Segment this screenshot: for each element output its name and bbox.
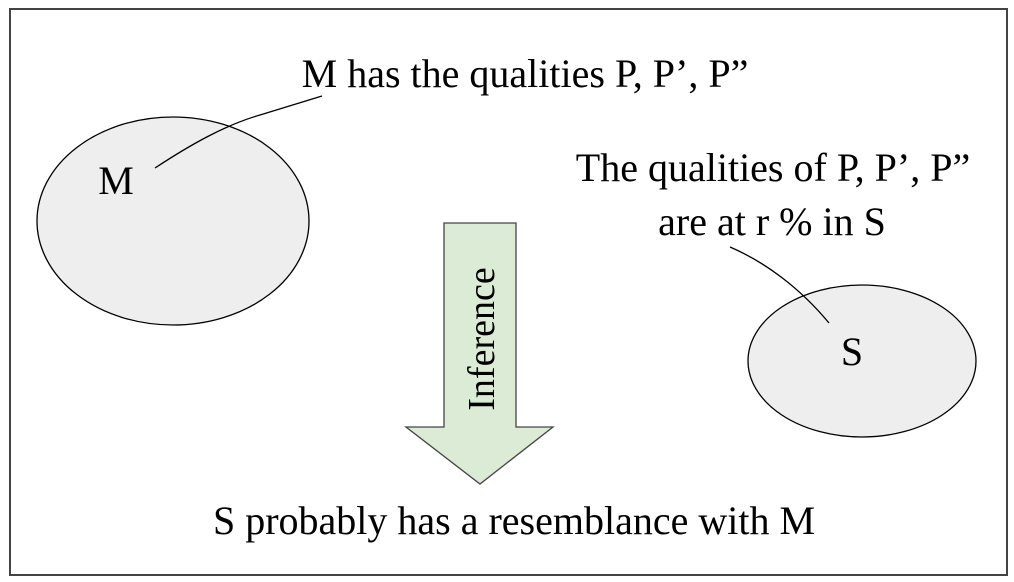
subject-label: S	[841, 329, 863, 374]
model-ellipse	[36, 116, 310, 326]
subject-ellipse	[747, 284, 977, 438]
subject-callout-line	[729, 246, 830, 324]
arrow-label: Inference	[461, 267, 503, 410]
model-label: M	[98, 158, 134, 203]
right-label-line2: are at r % in S	[658, 199, 886, 244]
inference-arrow	[404, 222, 555, 485]
conclusion-label: S probably has a resemblance with M	[213, 498, 815, 543]
top-label: M has the qualities P, P’, P”	[302, 51, 749, 96]
right-label-line1: The qualities of P, P’, P”	[576, 145, 970, 190]
model-callout-line	[154, 95, 323, 169]
